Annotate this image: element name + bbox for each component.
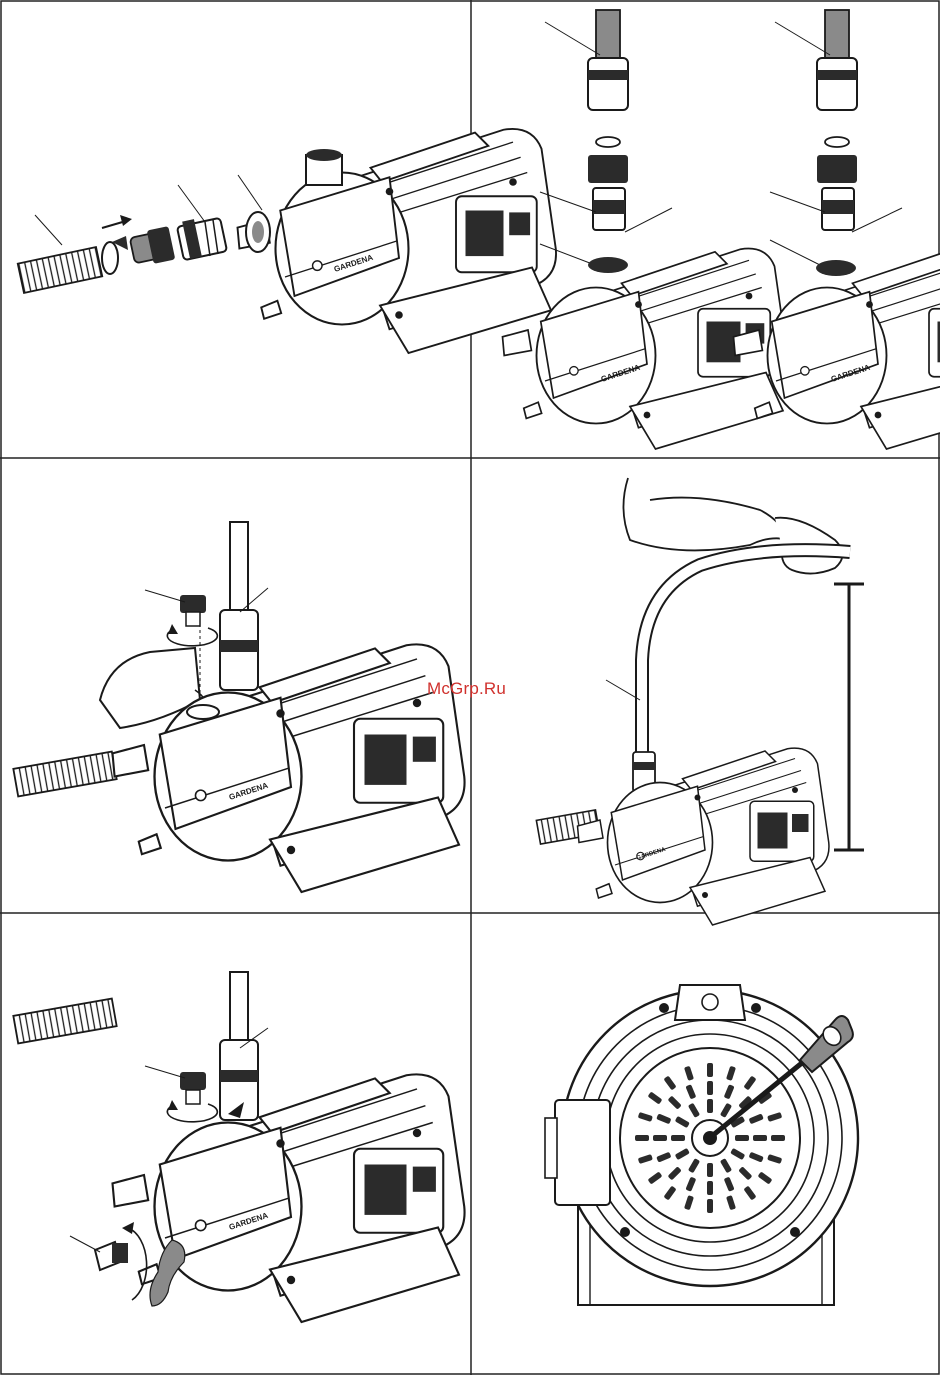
tap-connector [588,155,628,183]
callout-line [852,208,902,232]
panel-4-suction-height: GARDENA [536,478,864,925]
pump-outlet-port [306,149,342,185]
callout-line [775,22,830,55]
grille-slot [707,1199,713,1213]
pump-outlet-port [816,260,856,276]
grille-slot [707,1181,713,1195]
watermark: McGrp.Ru [427,679,506,699]
suction-hose [13,752,116,797]
hose-connector [817,58,857,110]
callout-line [238,175,262,210]
screw [790,1227,800,1237]
callout-line [178,185,205,222]
switch-box [555,1100,610,1205]
suction-hose [18,247,102,293]
grille-slot [707,1063,713,1077]
grille-slot [671,1135,685,1141]
grille-slot [707,1081,713,1095]
grille-slot [707,1163,713,1177]
panel-1-suction-hose: GARDENA [18,129,556,353]
pressure-hose [230,972,248,1042]
callout-line [770,240,826,268]
grille-slot [707,1099,713,1113]
tap-connector [817,155,857,183]
callout-line [70,1236,100,1252]
adapter [177,218,227,260]
pressure-hose [825,10,849,60]
filler-cap [180,1072,206,1104]
grille-slot [635,1135,649,1141]
hose-connector [588,58,628,110]
screw [659,1003,669,1013]
gasket [596,137,620,147]
rotate-arrow-icon [128,1228,147,1300]
callout-line [625,208,672,232]
pump-illustration [238,129,557,353]
callout-line [606,680,640,700]
pump-outlet-port [588,257,628,273]
hose-clamp [102,236,128,274]
gasket [825,137,849,147]
height-measure-bar [834,584,864,850]
callout-line [145,1066,185,1078]
hose-nipple [130,226,176,264]
panel-6-motor-rear [545,985,858,1305]
pressure-hose [596,10,620,60]
callout-line [35,215,62,245]
screw [620,1227,630,1237]
screw [751,1003,761,1013]
arrow-right-icon [102,215,132,228]
drain-plug [95,1242,128,1270]
callout-line [545,22,600,55]
callout-line [770,192,825,212]
grille-slot [735,1135,749,1141]
pressure-hose [230,522,248,612]
pump-inlet-port [246,212,270,252]
panel-5-draining: GARDENA [13,972,464,1322]
grille-slot [771,1135,785,1141]
grille-slot [753,1135,767,1141]
callout-line [145,590,185,602]
filler-cap [180,595,206,626]
suction-hose [13,999,116,1044]
panel-2-pressure-adapters: GARDENA GARDENA [503,10,940,449]
grille-slot [653,1135,667,1141]
panel-3-filling: GARDENA [13,522,464,892]
